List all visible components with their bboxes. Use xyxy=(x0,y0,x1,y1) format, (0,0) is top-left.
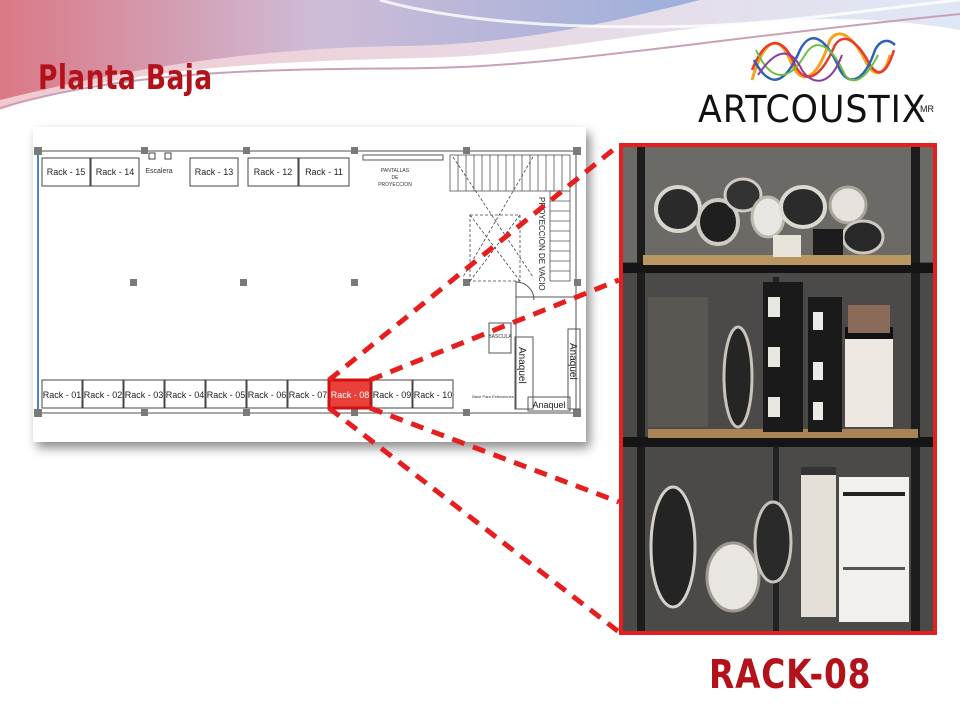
rack-12-box xyxy=(247,157,299,187)
rack-05-label: Rack - 05 xyxy=(207,390,246,400)
rack-15-box xyxy=(41,157,91,187)
rack-13-box xyxy=(189,157,239,187)
logo-wave-icon xyxy=(750,32,896,82)
company-logo: ARTCOUSTIX MR xyxy=(690,30,935,131)
rack-01-label: Rack - 01 xyxy=(43,390,82,400)
rack-07-label: Rack - 07 xyxy=(289,390,328,400)
void-label: PROYECCION DE VACIO xyxy=(537,197,546,291)
shelf-label-3: Anaquel xyxy=(532,400,565,410)
rack-13-label: Rack - 13 xyxy=(195,167,234,177)
void-projection xyxy=(452,156,534,282)
rack-06-box xyxy=(246,379,288,409)
projection-screens xyxy=(362,154,444,161)
rack-14-label: Rack - 14 xyxy=(96,167,135,177)
rack-02-box xyxy=(82,379,124,409)
cable-spools-bottom xyxy=(649,467,909,622)
rack-11-label: Rack - 11 xyxy=(305,167,343,177)
rack-05-box xyxy=(205,379,247,409)
cable-boxes-middle xyxy=(648,282,893,432)
outer-wall xyxy=(37,150,577,414)
stairs-note: Base Para Extensiones xyxy=(472,394,514,399)
stair-post xyxy=(164,152,172,160)
rack-02-label: Rack - 02 xyxy=(84,390,123,400)
cable-spools-top xyxy=(654,177,885,257)
rack-15-label: Rack - 15 xyxy=(47,167,86,177)
rack-03-box xyxy=(123,379,165,409)
screens-label-1: PANTALLAS xyxy=(381,168,410,174)
stair-post xyxy=(148,152,156,160)
shelf-label-1: Anaquel xyxy=(516,347,527,384)
rack-04-box xyxy=(164,379,206,409)
rack-photo-illustration xyxy=(623,147,933,631)
floor-plan-drawing: Rack - 15 Rack - 14 Rack - 13 Rack - 12 … xyxy=(34,147,581,417)
screens-label-3: PROYECCION xyxy=(378,182,412,188)
scale-label: BASCULA xyxy=(488,334,512,340)
bottom-rack-row xyxy=(41,378,454,410)
rack-03-label: Rack - 03 xyxy=(125,390,164,400)
page-title: Planta Baja xyxy=(38,58,213,98)
columns xyxy=(34,147,581,417)
rack-06-label: Rack - 06 xyxy=(248,390,287,400)
screens-label-2: DE xyxy=(392,175,400,181)
rack-14-box xyxy=(90,157,140,187)
rack-caption: RACK-08 xyxy=(709,652,872,698)
header-wave xyxy=(0,0,960,110)
rack-photo xyxy=(619,143,937,635)
logo-wordmark: ARTCOUSTIX xyxy=(698,88,927,131)
rack-01-box xyxy=(41,379,83,409)
rack-04-label: Rack - 04 xyxy=(166,390,205,400)
main-staircase xyxy=(449,154,571,282)
rack-10-label: Rack - 10 xyxy=(414,390,453,400)
logo-registered-mark: MR xyxy=(920,104,934,114)
rack-09-label: Rack - 09 xyxy=(373,390,412,400)
floor-plan: Rack - 15 Rack - 14 Rack - 13 Rack - 12 … xyxy=(33,127,586,442)
inner-partitions xyxy=(488,281,581,412)
shelf-label-2: Anaquel xyxy=(567,343,578,380)
rack-07-box xyxy=(287,379,329,409)
stair-label: Escalera xyxy=(145,168,172,175)
rack-08-label: Rack - 08 xyxy=(331,390,370,400)
rack-12-label: Rack - 12 xyxy=(254,167,293,177)
